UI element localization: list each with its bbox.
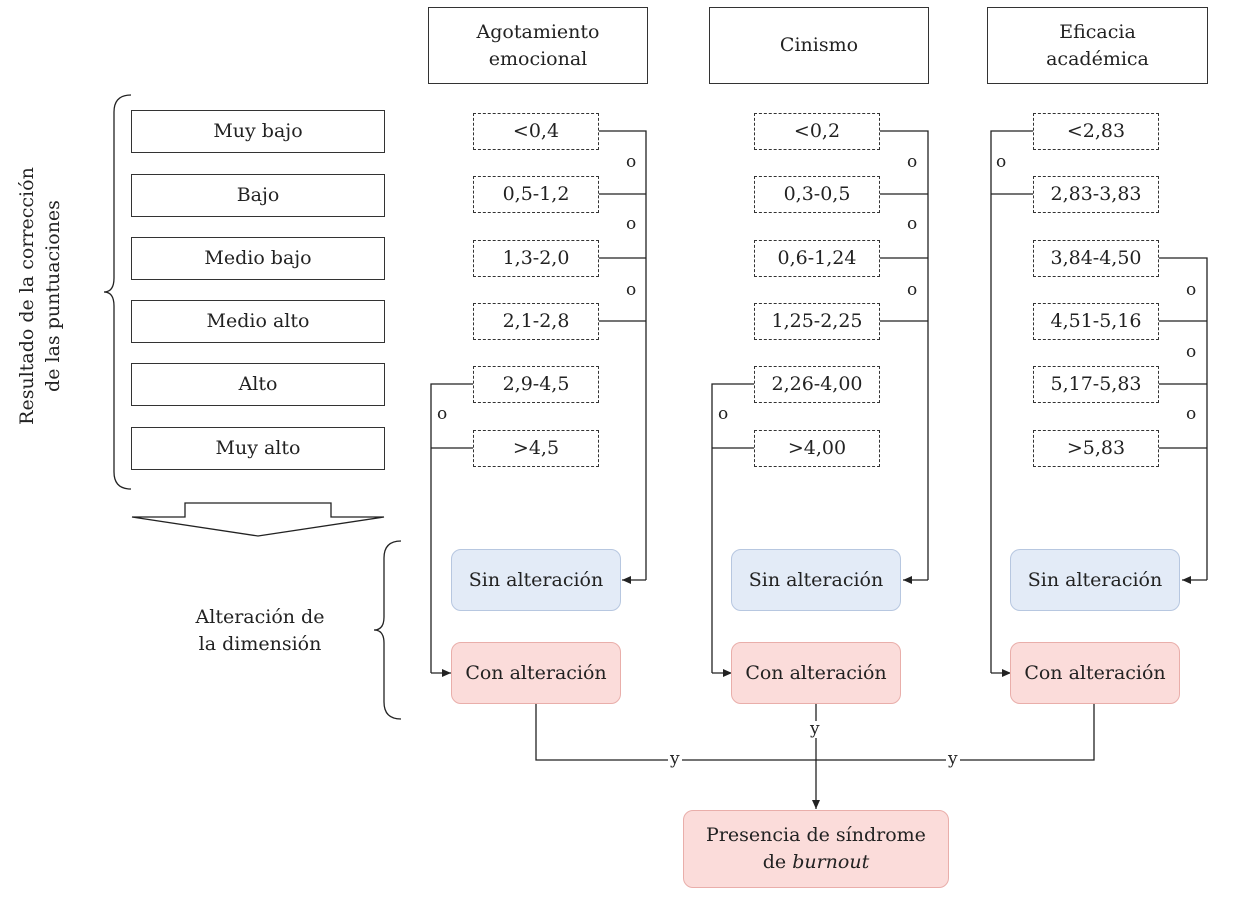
or-connector: o (626, 214, 637, 234)
or-connector: o (907, 280, 918, 300)
result-burnout-word: burnout (792, 851, 870, 873)
range-label: 0,5-1,2 (502, 183, 570, 206)
range-label: 1,3-2,0 (502, 247, 570, 270)
range-label: 2,26-4,00 (771, 373, 863, 396)
range-label: 0,6-1,24 (777, 247, 857, 270)
outcome-label: Sin alteración (748, 568, 884, 591)
range-eficacia-alto: 5,17-5,83 (1033, 366, 1159, 403)
and-connector: y (808, 719, 822, 739)
range-agotamiento-medio-alto: 2,1-2,8 (473, 303, 599, 340)
header-cinismo: Cinismo (709, 7, 929, 84)
range-eficacia-muy-bajo: <2,83 (1033, 113, 1159, 150)
level-label: Medio alto (206, 310, 310, 333)
range-label: >4,5 (512, 437, 560, 460)
outcome-label: Sin alteración (1027, 568, 1163, 591)
and-connector: y (946, 749, 960, 769)
header-agotamiento: Agotamiento emocional (428, 7, 648, 84)
or-connector: o (1186, 280, 1197, 300)
range-label: >4,00 (787, 437, 847, 460)
result-line2-prefix: de (762, 851, 793, 873)
header-eficacia-line1: Eficacia (1059, 20, 1136, 43)
sin-alteracion-eficacia: Sin alteración (1010, 549, 1180, 611)
or-connector: o (907, 152, 918, 172)
header-agotamiento-line2: emocional (488, 47, 588, 70)
header-eficacia: Eficacia académica (987, 7, 1208, 84)
range-cinismo-bajo: 0,3-0,5 (754, 176, 880, 213)
con-alteracion-cinismo: Con alteración (731, 642, 901, 704)
scores-side-label-line1: Resultado de la corrección (16, 167, 38, 425)
sin-alteracion-cinismo: Sin alteración (731, 549, 901, 611)
range-agotamiento-muy-bajo: <0,4 (473, 113, 599, 150)
range-label: 2,1-2,8 (502, 310, 570, 333)
range-label: <0,2 (793, 120, 841, 143)
and-connector: y (668, 749, 682, 769)
or-connector: o (996, 152, 1007, 172)
level-box-bajo: Bajo (131, 174, 385, 217)
range-agotamiento-bajo: 0,5-1,2 (473, 176, 599, 213)
range-cinismo-medio-alto: 1,25-2,25 (754, 303, 880, 340)
burnout-result-box: Presencia de síndrome de burnout (683, 810, 949, 888)
outcome-label: Con alteración (745, 661, 887, 684)
level-box-medio-alto: Medio alto (131, 300, 385, 343)
range-agotamiento-muy-alto: >4,5 (473, 430, 599, 467)
con-alteracion-agotamiento: Con alteración (451, 642, 621, 704)
level-label: Alto (238, 373, 278, 396)
result-line2: de burnout (763, 849, 869, 876)
outcome-label: Con alteración (1024, 661, 1166, 684)
range-cinismo-alto: 2,26-4,00 (754, 366, 880, 403)
or-connector: o (907, 214, 918, 234)
or-connector: o (626, 280, 637, 300)
range-label: <2,83 (1066, 120, 1126, 143)
range-cinismo-muy-bajo: <0,2 (754, 113, 880, 150)
header-agotamiento-line1: Agotamiento (476, 20, 600, 43)
header-eficacia-line2: académica (1046, 47, 1149, 70)
range-agotamiento-alto: 2,9-4,5 (473, 366, 599, 403)
or-connector: o (437, 404, 448, 424)
con-alteracion-eficacia: Con alteración (1010, 642, 1180, 704)
or-connector: o (1186, 342, 1197, 362)
level-box-muy-bajo: Muy bajo (131, 110, 385, 153)
range-eficacia-bajo: 2,83-3,83 (1033, 176, 1159, 213)
range-label: 2,9-4,5 (502, 373, 570, 396)
range-eficacia-medio-alto: 4,51-5,16 (1033, 303, 1159, 340)
outcome-label: Con alteración (465, 661, 607, 684)
range-cinismo-medio-bajo: 0,6-1,24 (754, 240, 880, 277)
alteration-side-label: Alteración de la dimensión (190, 604, 330, 657)
outcome-label: Sin alteración (468, 568, 604, 591)
range-label: >5,83 (1066, 437, 1126, 460)
range-cinismo-muy-alto: >4,00 (754, 430, 880, 467)
alteration-side-label-line2: la dimensión (198, 632, 322, 655)
scores-side-label: Resultado de la corrección de las puntua… (15, 166, 67, 426)
range-label: 5,17-5,83 (1050, 373, 1142, 396)
range-eficacia-medio-bajo: 3,84-4,50 (1033, 240, 1159, 277)
range-label: <0,4 (512, 120, 560, 143)
range-label: 0,3-0,5 (783, 183, 851, 206)
header-cinismo-label: Cinismo (779, 34, 859, 57)
range-label: 1,25-2,25 (771, 310, 863, 333)
sin-alteracion-agotamiento: Sin alteración (451, 549, 621, 611)
or-connector: o (1186, 404, 1197, 424)
result-line1: Presencia de síndrome (706, 824, 926, 847)
or-connector: o (718, 404, 729, 424)
level-box-muy-alto: Muy alto (131, 427, 385, 470)
alteration-side-label-line1: Alteración de (195, 606, 325, 628)
or-connector: o (626, 152, 637, 172)
range-agotamiento-medio-bajo: 1,3-2,0 (473, 240, 599, 277)
scores-side-label-line2: de las puntuaciones (41, 200, 64, 392)
range-label: 4,51-5,16 (1050, 310, 1142, 333)
level-label: Muy alto (215, 437, 301, 460)
range-label: 2,83-3,83 (1050, 183, 1142, 206)
range-label: 3,84-4,50 (1050, 247, 1142, 270)
level-box-medio-bajo: Medio bajo (131, 237, 385, 280)
level-label: Medio bajo (204, 247, 312, 270)
range-eficacia-muy-alto: >5,83 (1033, 430, 1159, 467)
level-box-alto: Alto (131, 363, 385, 406)
level-label: Bajo (236, 184, 280, 207)
level-label: Muy bajo (213, 120, 303, 143)
